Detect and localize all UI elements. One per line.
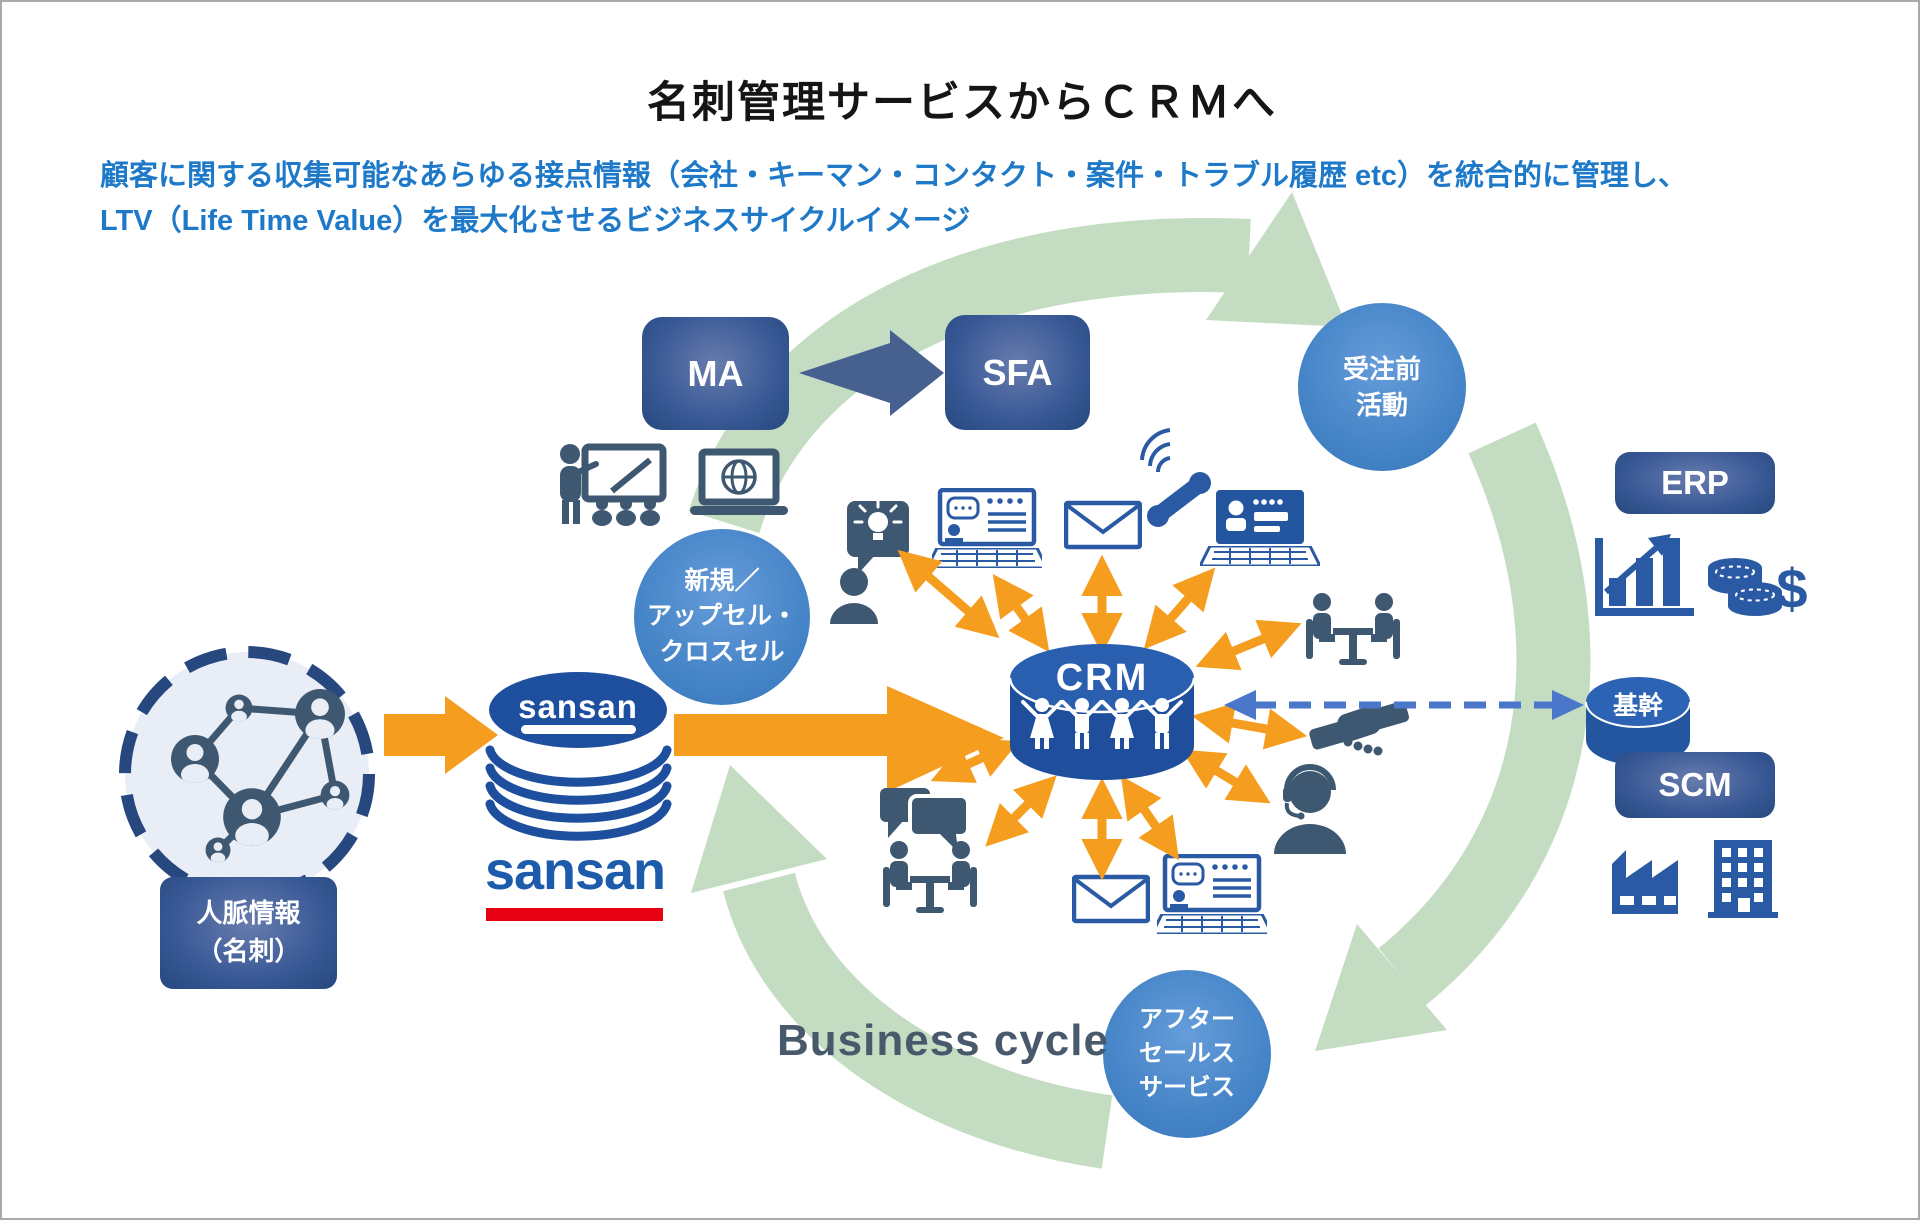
contact-laptop-icon <box>1200 490 1320 566</box>
factory-icon <box>1612 850 1678 914</box>
scm-label: SCM <box>1658 766 1732 803</box>
phone-icon <box>1140 428 1211 527</box>
video-call-laptop-icon <box>927 490 1047 568</box>
contact-info-box: 人脈情報 （名刺） <box>160 877 337 989</box>
new-upsell-line-1: 新規／ <box>684 566 760 595</box>
business-cycle-label: Business cycle <box>777 1016 1109 1065</box>
subtitle-line-1: 顧客に関する収集可能なあらゆる接点情報（会社・キーマン・コンタクト・案件・トラブ… <box>100 160 1687 192</box>
crm-database-icon <box>1008 644 1196 780</box>
ma-box: MA <box>642 317 789 430</box>
sfa-label: SFA <box>982 351 1053 393</box>
meeting-icon <box>1306 593 1400 665</box>
contact-info-line-2: （名刺） <box>196 936 301 966</box>
contact-info-line-1: 人脈情報 <box>196 898 301 929</box>
meeting-bottom-icon <box>883 841 977 913</box>
sansan-stack-label: sansan <box>518 688 638 725</box>
ma-label: MA <box>687 352 744 394</box>
sansan-logo: sansan <box>484 841 666 901</box>
mail-icon <box>1066 503 1140 547</box>
presentation-icon <box>560 443 667 526</box>
bar-chart-icon <box>1595 534 1694 616</box>
database-stack-icon <box>485 672 672 841</box>
after-sales-line-1: アフター <box>1139 1005 1235 1033</box>
pre-order-line-2: 活動 <box>1355 390 1408 420</box>
network-to-sansan-arrow <box>384 696 498 774</box>
chat-laptop-icon <box>1152 856 1272 934</box>
after-sales-line-2: セールス <box>1139 1039 1235 1067</box>
sansan-logo-underline <box>486 908 663 921</box>
office-building-icon <box>1708 840 1778 918</box>
page-subtitle: 顧客に関する収集可能なあらゆる接点情報（会社・キーマン・コンタクト・案件・トラブ… <box>100 154 1870 244</box>
new-upsell-line-2: アップセル・ <box>646 602 797 631</box>
core-label: 基幹 <box>1612 692 1663 720</box>
network-people-icon <box>119 646 375 902</box>
subtitle-line-2: LTV（Life Time Value）を最大化させるビジネスサイクルイメージ <box>100 204 971 237</box>
mail-bottom-icon <box>1074 877 1148 921</box>
stage-after-sales-circle: アフター セールス サービス <box>1103 970 1271 1138</box>
stage-new-upsell-circle: 新規／ アップセル・ クロスセル <box>634 529 810 705</box>
page-title: 名刺管理サービスからＣＲＭへ <box>647 79 1277 127</box>
webinar-laptop-icon <box>690 448 788 515</box>
crm-label: CRM <box>1055 657 1149 699</box>
chat-bubbles-icon <box>880 788 970 852</box>
sfa-box: SFA <box>945 315 1090 430</box>
core-database-icon <box>1585 677 1691 765</box>
sansan-to-crm-arrow <box>674 686 1004 792</box>
support-agent-icon <box>1274 764 1346 854</box>
crm-people-silhouettes <box>1021 698 1183 749</box>
crm-touchpoint-arrows <box>897 549 1308 881</box>
crm-core-dashed-link <box>1224 690 1584 720</box>
dollar-sign: $ <box>1776 557 1807 620</box>
stage-pre-order-circle: 受注前 活動 <box>1298 303 1466 471</box>
pre-order-line-1: 受注前 <box>1342 353 1421 384</box>
after-sales-line-3: サービス <box>1139 1074 1235 1102</box>
scm-box: SCM <box>1615 752 1775 818</box>
erp-label: ERP <box>1661 464 1729 501</box>
money-icon: $ <box>1708 557 1808 620</box>
business-cycle-arrowheads <box>691 192 1447 1051</box>
idea-person-icon <box>830 499 909 624</box>
erp-box: ERP <box>1615 452 1775 514</box>
handshake-icon <box>1309 701 1409 756</box>
new-upsell-line-3: クロスセル <box>659 637 785 666</box>
ma-to-sfa-arrow <box>799 330 944 416</box>
